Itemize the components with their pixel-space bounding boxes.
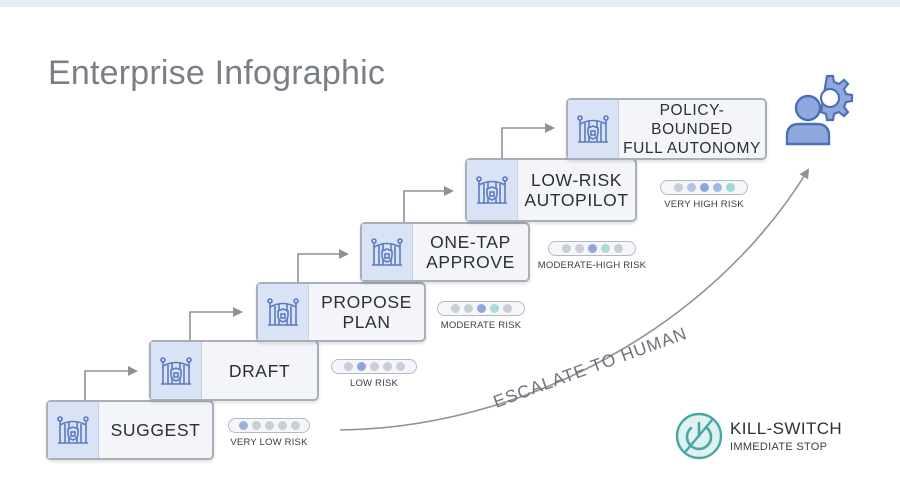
risk-dot — [712, 183, 722, 192]
step-arrow — [84, 366, 138, 400]
risk-dot — [600, 244, 610, 253]
step-arrow — [189, 307, 243, 340]
risk-label: LOW RISK — [349, 378, 399, 389]
step-policy-bounded-full-autonomy[interactable]: POLICY-BOUNDED FULL AUTONOMY — [566, 98, 767, 160]
risk-dot — [277, 421, 287, 430]
risk-indicator: LOW RISK — [329, 359, 419, 389]
risk-meter — [660, 180, 748, 195]
risk-dot — [574, 244, 584, 253]
step-label: ONE-TAP APPROVE — [426, 232, 515, 272]
risk-dot — [489, 304, 499, 313]
risk-dot — [561, 244, 571, 253]
kill-switch[interactable]: KILL-SWITCH IMMEDIATE STOP — [674, 411, 842, 461]
step-label: PROPOSE PLAN — [321, 292, 412, 332]
risk-dot — [382, 362, 392, 371]
risk-dot — [613, 244, 623, 253]
risk-dot — [238, 421, 248, 430]
risk-dot — [290, 421, 300, 430]
risk-dot — [356, 362, 366, 371]
kill-switch-title: KILL-SWITCH — [730, 419, 843, 438]
gate-lock-icon — [48, 402, 99, 458]
risk-dot — [502, 304, 512, 313]
kill-switch-subtitle: IMMEDIATE STOP — [730, 441, 828, 453]
gate-lock-icon — [258, 284, 309, 340]
risk-dot — [395, 362, 405, 371]
step-label: LOW-RISK AUTOPILOT — [524, 170, 629, 210]
step-label: SUGGEST — [110, 420, 201, 440]
escalate-label: ESCALATE TO HUMAN — [491, 323, 690, 412]
risk-dot — [587, 244, 597, 253]
risk-dot — [686, 183, 696, 192]
risk-indicator: VERY LOW RISK — [224, 418, 314, 448]
power-off-icon — [675, 412, 723, 460]
gate-lock-icon — [467, 160, 518, 220]
risk-meter — [437, 301, 525, 316]
risk-label: VERY HIGH RISK — [664, 199, 744, 210]
risk-dot — [476, 304, 486, 313]
risk-dot — [369, 362, 379, 371]
step-draft[interactable]: DRAFT — [149, 340, 319, 401]
risk-dot — [450, 304, 460, 313]
step-suggest[interactable]: SUGGEST — [46, 400, 214, 460]
human-settings-icon — [785, 74, 854, 146]
step-low-risk-autopilot[interactable]: LOW-RISK AUTOPILOT — [465, 158, 637, 222]
step-propose-plan[interactable]: PROPOSE PLAN — [256, 282, 426, 342]
escalate-curve — [339, 168, 810, 431]
risk-dot — [463, 304, 473, 313]
risk-label: MODERATE-HIGH RISK — [537, 260, 647, 271]
risk-label: VERY LOW RISK — [230, 437, 308, 448]
step-arrow — [297, 249, 349, 282]
step-label: POLICY-BOUNDED FULL AUTONOMY — [623, 101, 761, 157]
top-bar — [0, 0, 900, 7]
gate-lock-icon — [151, 342, 202, 399]
risk-dot — [264, 421, 274, 430]
risk-meter — [331, 359, 417, 374]
risk-meter — [548, 241, 636, 256]
risk-indicator: MODERATE-HIGH RISK — [537, 241, 647, 271]
risk-dot — [251, 421, 261, 430]
risk-meter — [228, 418, 310, 433]
step-arrow — [501, 123, 555, 158]
risk-indicator: MODERATE RISK — [433, 301, 529, 331]
page-title: Enterprise Infographic — [48, 54, 386, 92]
risk-label: MODERATE RISK — [440, 320, 522, 331]
step-one-tap-approve[interactable]: ONE-TAP APPROVE — [360, 222, 530, 282]
gate-lock-icon — [568, 100, 619, 158]
gate-lock-icon — [362, 224, 413, 280]
risk-dot — [699, 183, 709, 192]
risk-dot — [725, 183, 735, 192]
risk-dot — [673, 183, 683, 192]
risk-dot — [343, 362, 353, 371]
step-label: DRAFT — [228, 360, 291, 381]
step-arrow — [403, 186, 454, 222]
risk-indicator: VERY HIGH RISK — [656, 180, 752, 210]
